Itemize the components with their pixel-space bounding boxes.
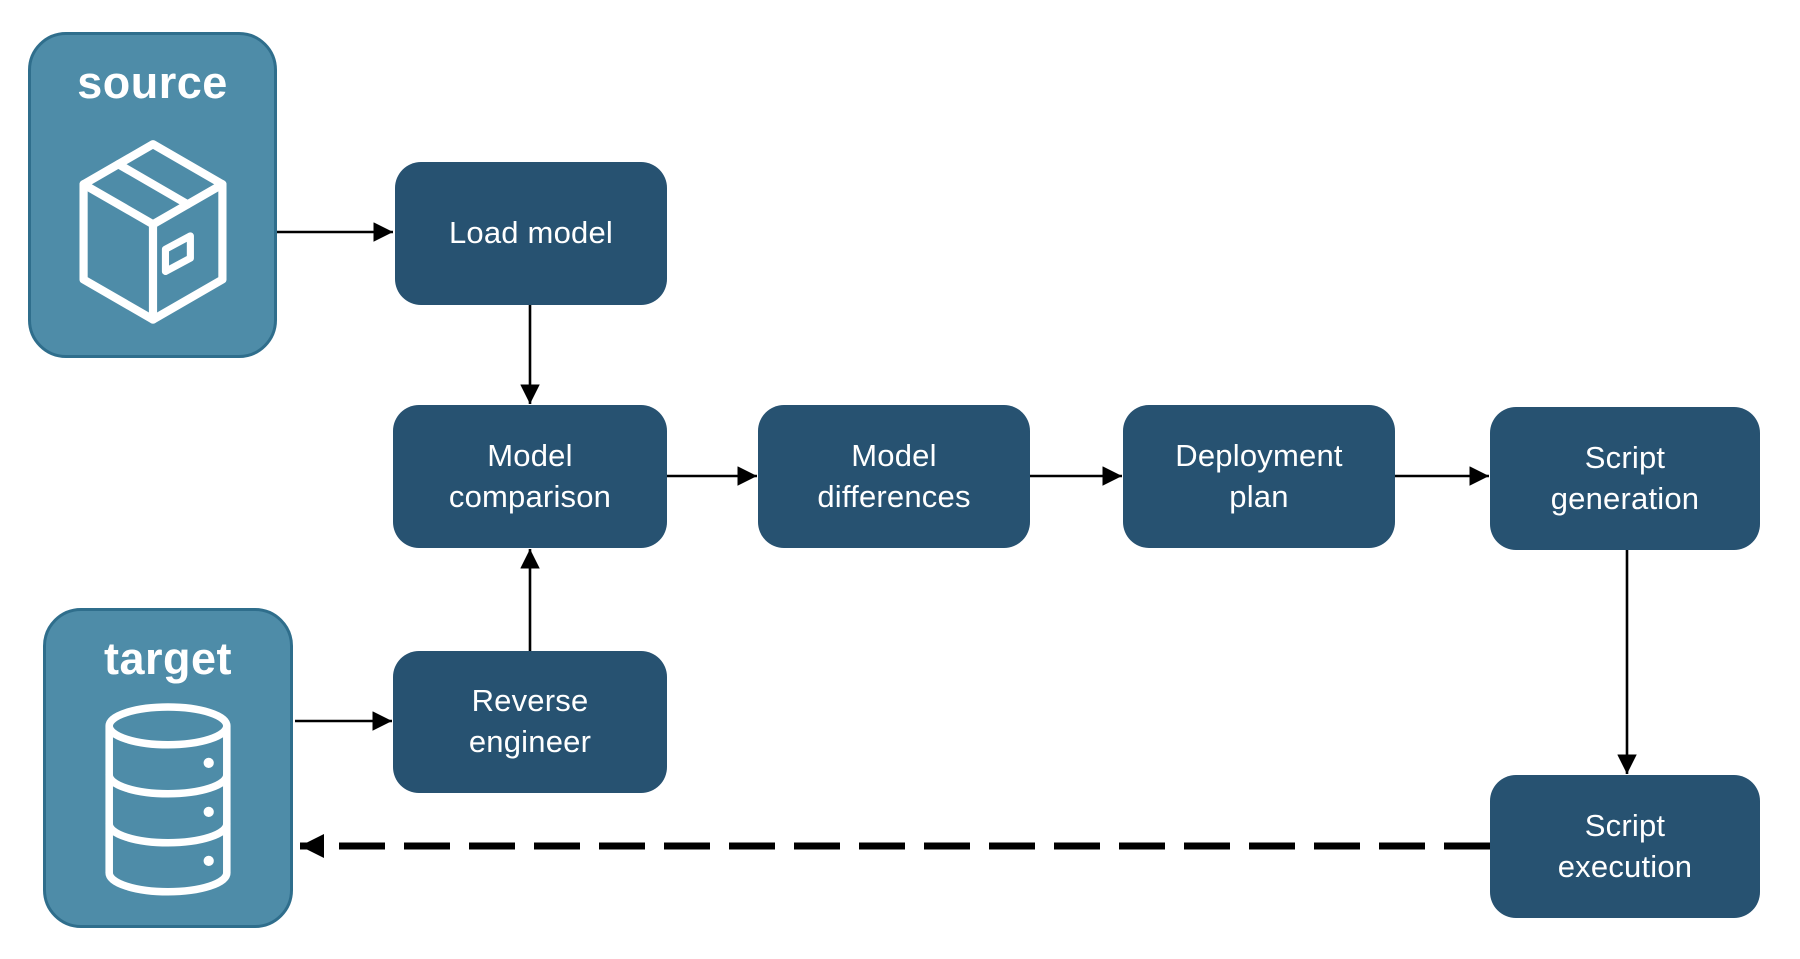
target-endpoint: target <box>43 608 293 928</box>
package-icon <box>78 140 227 324</box>
node-script-execution: Script execution <box>1490 775 1760 918</box>
source-label: source <box>77 57 228 108</box>
database-icon <box>105 703 231 896</box>
target-label: target <box>103 633 233 684</box>
node-script-generation: Script generation <box>1490 407 1760 550</box>
node-label: Reverse engineer <box>468 683 592 759</box>
node-label: Deployment plan <box>1175 437 1343 514</box>
node-label: Load model <box>448 215 613 251</box>
node-label: Script generation <box>1550 439 1700 516</box>
node-reverse-engineer: Reverse engineer <box>393 651 667 793</box>
node-deployment-plan: Deployment plan <box>1123 405 1395 548</box>
node-label: Model differences <box>817 437 971 514</box>
node-label: Script execution <box>1557 807 1693 884</box>
node-model-differences: Model differences <box>758 405 1030 548</box>
source-endpoint: source <box>28 32 277 358</box>
node-model-comparison: Model comparison <box>393 405 667 548</box>
node-label: Model comparison <box>448 437 612 514</box>
node-load-model: Load model <box>395 162 667 305</box>
